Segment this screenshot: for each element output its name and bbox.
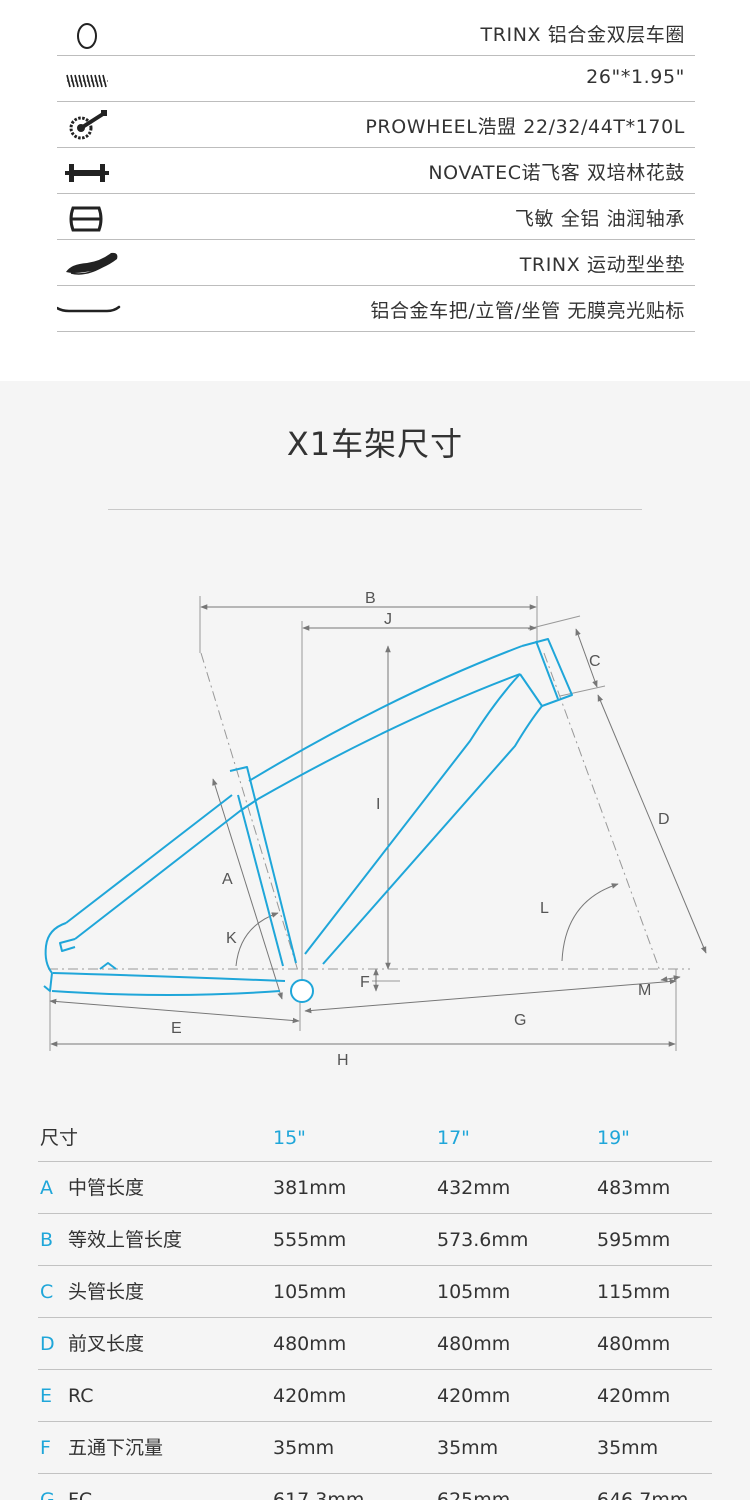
row-value: 35mm (437, 1437, 499, 1459)
spec-value: 飞敏 全铝 油润轴承 (514, 208, 685, 230)
row-value: 432mm (437, 1177, 511, 1199)
label-G: G (514, 1012, 526, 1029)
dimension-labels: B J C D I A K L F M E G H (171, 590, 670, 1069)
row-value: 105mm (273, 1281, 347, 1303)
row-value: 646.7mm (597, 1489, 689, 1500)
row-value: 483mm (597, 1177, 671, 1199)
row-value: 381mm (273, 1177, 347, 1199)
row-value: 420mm (273, 1385, 347, 1407)
row-label: 前叉长度 (68, 1333, 145, 1355)
bottom-bracket (290, 979, 314, 1003)
row-letter: E (40, 1385, 53, 1407)
dimension-arrows (49, 604, 707, 1047)
row-label: 五通下沉量 (68, 1437, 164, 1459)
label-A: A (222, 871, 233, 888)
table-row: F 五通下沉量 35mm 35mm 35mm (38, 1422, 712, 1474)
crankset-icon (69, 110, 107, 140)
row-value: 617.3mm (273, 1489, 365, 1500)
row-letter: A (40, 1177, 53, 1199)
header-size: 17" (437, 1127, 470, 1149)
row-value: 595mm (597, 1229, 671, 1251)
row-letter: G (40, 1489, 55, 1500)
bike-frame-outline (43, 638, 573, 996)
label-M: M (638, 982, 651, 999)
spec-value: 26"*1.95" (586, 66, 685, 88)
row-letter: D (40, 1333, 55, 1355)
header-label: 尺寸 (40, 1127, 79, 1149)
spec-row-crankset: PROWHEEL浩盟 22/32/44T*170L (57, 102, 695, 148)
spec-row-hub: NOVATEC诺飞客 双培林花鼓 (57, 148, 695, 194)
row-value: 35mm (597, 1437, 659, 1459)
saddle-icon (66, 252, 118, 275)
handlebar-icon (57, 305, 121, 313)
frame-geometry-section: X1车架尺寸 (0, 381, 750, 1500)
label-J: J (384, 611, 392, 628)
label-E: E (171, 1020, 182, 1037)
label-I: I (376, 796, 380, 813)
label-B: B (365, 590, 376, 607)
tire-icon (66, 74, 108, 88)
spec-row-rim: TRINX 铝合金双层车圈 (57, 10, 695, 56)
table-row: A 中管长度 381mm 432mm 483mm (38, 1162, 712, 1214)
label-D: D (658, 811, 670, 828)
row-letter: B (40, 1229, 54, 1251)
row-value: 105mm (437, 1281, 511, 1303)
pedal-icon (69, 206, 103, 232)
row-label: FC (68, 1489, 93, 1500)
frame-size-table: 尺寸 15" 17" 19" A 中管长度 381mm 432mm 483mm … (38, 1115, 712, 1500)
row-value: 480mm (597, 1333, 671, 1355)
hub-icon (65, 164, 109, 182)
label-H: H (337, 1052, 349, 1069)
row-label: 头管长度 (68, 1281, 145, 1303)
spec-value: NOVATEC诺飞客 双培林花鼓 (428, 162, 685, 184)
table-header: 尺寸 15" 17" 19" (38, 1115, 712, 1162)
component-spec-list: TRINX 铝合金双层车圈 26"*1.95" PROWHEEL浩盟 22/32… (0, 0, 750, 381)
row-letter: C (40, 1281, 54, 1303)
row-value: 555mm (273, 1229, 347, 1251)
spec-row-handlebar: 铝合金车把/立管/坐管 无膜亮光贴标 (57, 286, 695, 332)
section-title: X1车架尺寸 (286, 425, 464, 463)
label-L: L (540, 900, 549, 917)
table-row: B 等效上管长度 555mm 573.6mm 595mm (38, 1214, 712, 1266)
rim-icon (77, 23, 97, 49)
spec-value: 铝合金车把/立管/坐管 无膜亮光贴标 (370, 300, 685, 322)
row-value: 115mm (597, 1281, 671, 1303)
header-size: 15" (273, 1127, 306, 1149)
row-value: 480mm (437, 1333, 511, 1355)
header-size: 19" (597, 1127, 630, 1149)
row-letter: F (40, 1437, 51, 1459)
frame-diagram: B J C D I A K L F M E G H (43, 590, 707, 1069)
spec-row-tire: 26"*1.95" (57, 56, 695, 102)
spec-row-saddle: TRINX 运动型坐垫 (57, 240, 695, 286)
label-F: F (360, 974, 370, 991)
table-row: E RC 420mm 420mm 420mm (38, 1370, 712, 1422)
row-label: 中管长度 (68, 1177, 145, 1199)
row-value: 625mm (437, 1489, 511, 1500)
spec-value: TRINX 铝合金双层车圈 (480, 24, 685, 46)
row-value: 480mm (273, 1333, 347, 1355)
label-C: C (589, 653, 601, 670)
row-value: 35mm (273, 1437, 335, 1459)
row-value: 573.6mm (437, 1229, 529, 1251)
table-row: G FC 617.3mm 625mm 646.7mm (38, 1474, 712, 1500)
table-row: D 前叉长度 480mm 480mm 480mm (38, 1318, 712, 1370)
spec-value: PROWHEEL浩盟 22/32/44T*170L (365, 116, 685, 138)
row-value: 420mm (437, 1385, 511, 1407)
spec-value: TRINX 运动型坐垫 (519, 254, 685, 276)
table-row: C 头管长度 105mm 105mm 115mm (38, 1266, 712, 1318)
row-label: 等效上管长度 (68, 1229, 183, 1251)
row-value: 420mm (597, 1385, 671, 1407)
label-K: K (226, 930, 237, 947)
row-label: RC (68, 1385, 94, 1407)
spec-row-pedal: 飞敏 全铝 油润轴承 (57, 194, 695, 240)
title-divider (108, 509, 642, 510)
